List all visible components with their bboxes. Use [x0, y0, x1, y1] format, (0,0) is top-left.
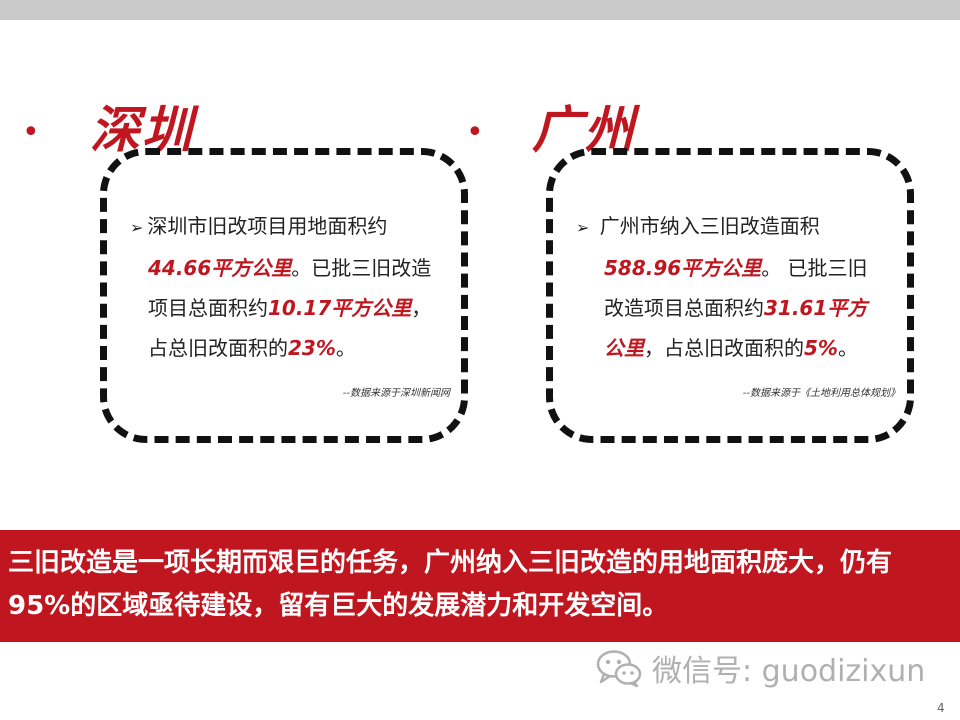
line-3: 项目总面积约10.17平方公里， [130, 288, 460, 328]
line-4-post: 。 [335, 336, 356, 360]
line-4-pre: 占总旧改面积的 [148, 336, 288, 360]
banner-text: 三旧改造是一项长期而艰巨的任务，广州纳入三旧改造的用地面积庞大，仍有 95%的区… [8, 542, 953, 628]
line-4: 公里，占总旧改面积的5%。 [576, 328, 906, 368]
wechat-watermark: 微信号: guodizixun [596, 648, 926, 689]
wechat-icon [596, 650, 642, 687]
banner-line-1: 三旧改造是一项长期而艰巨的任务，广州纳入三旧改造的用地面积庞大，仍有 [8, 548, 893, 578]
area-value: 588.96平方公里 [604, 256, 762, 280]
text-shenzhen: ➢深圳市旧改项目用地面积约 44.66平方公里。已批三旧改造 项目总面积约10.… [130, 206, 460, 368]
line-4: 占总旧改面积的23%。 [130, 328, 460, 368]
card-guangzhou [546, 148, 914, 443]
line-3-pre: 改造项目总面积约 [604, 296, 764, 320]
text-guangzhou: ➢ 广州市纳入三旧改造面积 588.96平方公里。 已批三旧 改造项目总面积约3… [576, 206, 906, 368]
line-1: ➢深圳市旧改项目用地面积约 [130, 206, 460, 248]
summary-banner: 三旧改造是一项长期而艰巨的任务，广州纳入三旧改造的用地面积庞大，仍有 95%的区… [0, 530, 960, 642]
line-1-text: 深圳市旧改项目用地面积约 [147, 214, 388, 238]
line-4-post: 。 [837, 336, 858, 360]
line-2: 44.66平方公里。已批三旧改造 [130, 248, 460, 288]
top-bar [0, 0, 960, 20]
page-number: 4 [937, 701, 945, 715]
line-3-pre: 项目总面积约 [148, 296, 268, 320]
source-shenzhen: --数据来源于深圳新闻网 [342, 388, 450, 399]
line-3: 改造项目总面积约31.61平方 [576, 288, 906, 328]
approved-value: 10.17平方公里 [268, 296, 412, 320]
bullet-shenzhen: • [22, 115, 40, 150]
percent-value: 5% [804, 336, 838, 360]
wechat-id: 微信号: guodizixun [652, 654, 926, 689]
line-2-rest: 。已批三旧改造 [291, 256, 432, 280]
card-shenzhen [100, 148, 468, 443]
line-1-text: 广州市纳入三旧改造面积 [599, 214, 820, 238]
line-4-pre: ，占总旧改面积的 [644, 336, 804, 360]
area-value: 44.66平方公里 [148, 256, 292, 280]
source-guangzhou: --数据来源于《土地利用总体规划》 [742, 388, 900, 399]
line-2: 588.96平方公里。 已批三旧 [576, 248, 906, 288]
line-2-rest: 。 已批三旧 [761, 256, 868, 280]
line-1: ➢ 广州市纳入三旧改造面积 [576, 206, 906, 248]
arrow-icon: ➢ [576, 218, 590, 237]
banner-line-2: 95%的区域亟待建设，留有巨大的发展潜力和开发空间。 [8, 591, 669, 621]
line-3-post: ， [411, 296, 432, 320]
percent-value: 23% [288, 336, 336, 360]
approved-value-a: 31.61平方 [764, 296, 868, 320]
approved-value-b: 公里 [604, 336, 644, 360]
bullet-guangzhou: • [466, 115, 484, 150]
arrow-icon: ➢ [130, 218, 144, 237]
